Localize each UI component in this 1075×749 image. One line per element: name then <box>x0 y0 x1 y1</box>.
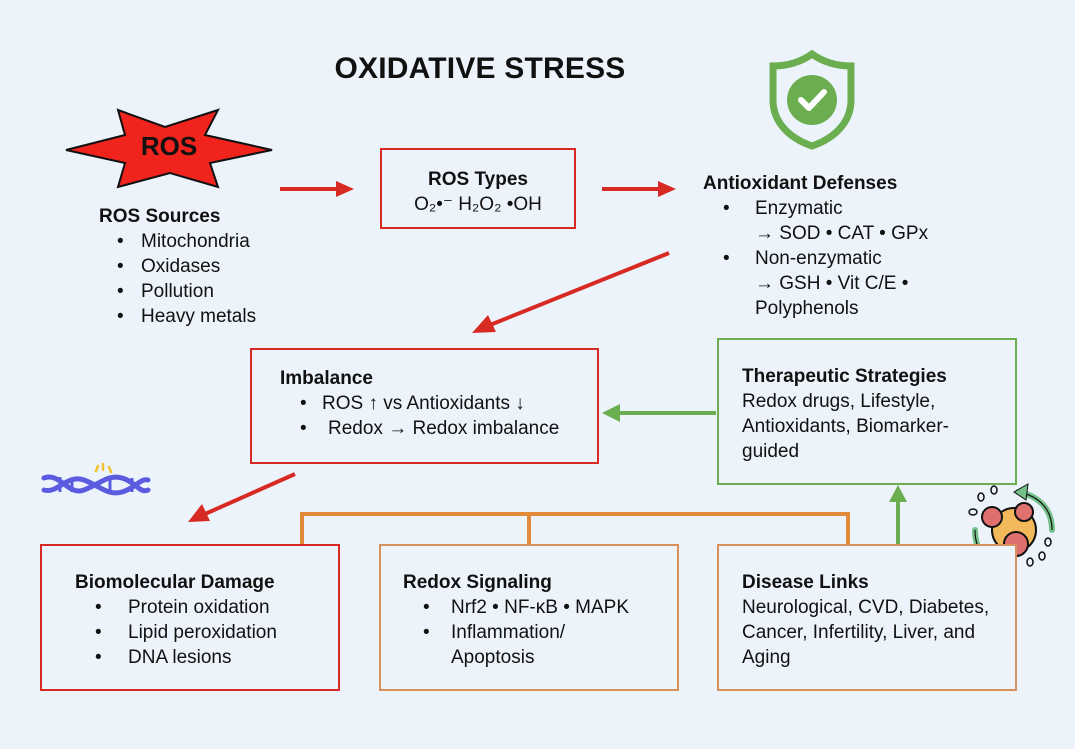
ros-sources-heading: ROS Sources <box>99 206 221 227</box>
arrow-imbalance-to-damage <box>188 472 296 522</box>
arrow-types-to-defenses <box>602 181 676 197</box>
biomolecular-damage-list: •Protein oxidation •Lipid peroxidation •… <box>75 595 338 670</box>
therapeutic-body: Redox drugs, Lifestyle, Antioxidants, Bi… <box>742 391 949 462</box>
ros-types-formula: O₂•⁻ H₂O₂ •OH <box>414 194 542 215</box>
list-item: •Oxidases <box>117 256 221 277</box>
list-item: • Non-enzymatic → GSH • Vit C/E • Polyph… <box>723 248 909 319</box>
imbalance-heading: Imbalance <box>280 368 373 389</box>
antioxidant-defenses-list: • Enzymatic → SOD • CAT • GPx • Non-enzy… <box>703 196 963 321</box>
ros-types-heading: ROS Types <box>428 169 528 190</box>
dna-icon <box>41 462 151 496</box>
disease-links-box: Disease Links Neurological, CVD, Diabete… <box>717 544 1017 691</box>
starburst-icon <box>65 108 273 189</box>
list-item: •Protein oxidation <box>95 597 270 618</box>
list-item: • Enzymatic → SOD • CAT • GPx <box>723 198 929 244</box>
list-item: •Heavy metals <box>117 306 257 327</box>
ros-sources: ROS Sources •Mitochondria •Oxidases •Pol… <box>99 204 256 329</box>
list-item: •Lipid peroxidation <box>95 622 277 643</box>
list-item: •Mitochondria <box>117 231 250 252</box>
orange-bracket-connector <box>300 512 850 545</box>
arrow-defenses-to-imbalance <box>472 251 670 333</box>
list-item: •Nrf2 • NF-κB • MAPK <box>423 597 629 618</box>
arrow-sources-to-types <box>280 181 354 197</box>
disease-links-body: Neurological, CVD, Diabetes, Cancer, Inf… <box>742 597 990 668</box>
list-item: •DNA lesions <box>95 647 232 668</box>
imbalance-list: •ROS ↑ vs Antioxidants ↓ •Redox → Redox … <box>280 391 597 441</box>
biomolecular-damage-box: Biomolecular Damage •Protein oxidation •… <box>40 544 340 691</box>
therapeutic-heading: Therapeutic Strategies <box>742 366 947 387</box>
ros-types-box: ROS Types O₂•⁻ H₂O₂ •OH <box>380 148 576 229</box>
therapeutic-strategies-box: Therapeutic Strategies Redox drugs, Life… <box>717 338 1017 485</box>
ros-sources-list: •Mitochondria •Oxidases •Pollution •Heav… <box>99 229 256 329</box>
redox-signaling-list: •Nrf2 • NF-κB • MAPK •Inflammation/ Apop… <box>403 595 677 670</box>
arrow-disease-to-therapeutic <box>889 485 907 546</box>
redox-signaling-box: Redox Signaling •Nrf2 • NF-κB • MAPK •In… <box>379 544 679 691</box>
list-item: •Inflammation/ Apoptosis <box>423 622 566 668</box>
list-item: •ROS ↑ vs Antioxidants ↓ <box>300 393 525 414</box>
biomolecular-damage-heading: Biomolecular Damage <box>75 572 275 593</box>
arrow-therapeutic-to-imbalance <box>602 404 716 422</box>
disease-links-heading: Disease Links <box>742 572 869 593</box>
imbalance-box: Imbalance •ROS ↑ vs Antioxidants ↓ •Redo… <box>250 348 599 464</box>
shield-check-icon <box>769 49 855 150</box>
antioxidant-defenses: Antioxidant Defenses • Enzymatic → SOD •… <box>703 171 963 321</box>
list-item: •Pollution <box>117 281 214 302</box>
diagram-title: OXIDATIVE STRESS <box>334 52 626 85</box>
list-item: •Redox → Redox imbalance <box>300 418 560 439</box>
redox-signaling-heading: Redox Signaling <box>403 572 552 593</box>
ros-badge-label: ROS <box>140 131 198 161</box>
antioxidant-defenses-heading: Antioxidant Defenses <box>703 173 898 194</box>
